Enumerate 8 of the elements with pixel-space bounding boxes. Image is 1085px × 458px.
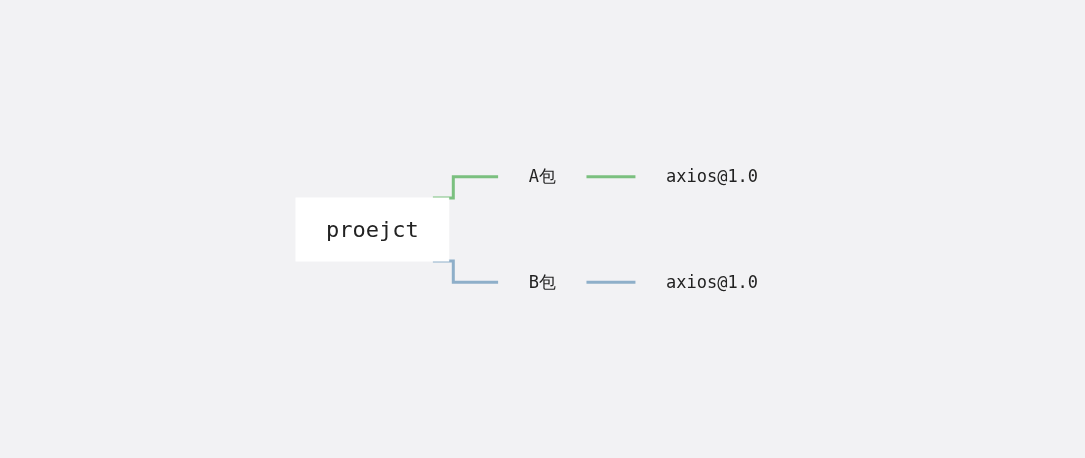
node-box: proejct [295, 197, 450, 261]
connector [586, 280, 637, 284]
connector [433, 259, 500, 284]
connector [586, 174, 637, 178]
node-text: B包 [529, 271, 557, 291]
node-text: axios@1.0 [666, 271, 759, 291]
node-text: axios@1.0 [666, 165, 759, 186]
node-text: A包 [529, 165, 557, 186]
